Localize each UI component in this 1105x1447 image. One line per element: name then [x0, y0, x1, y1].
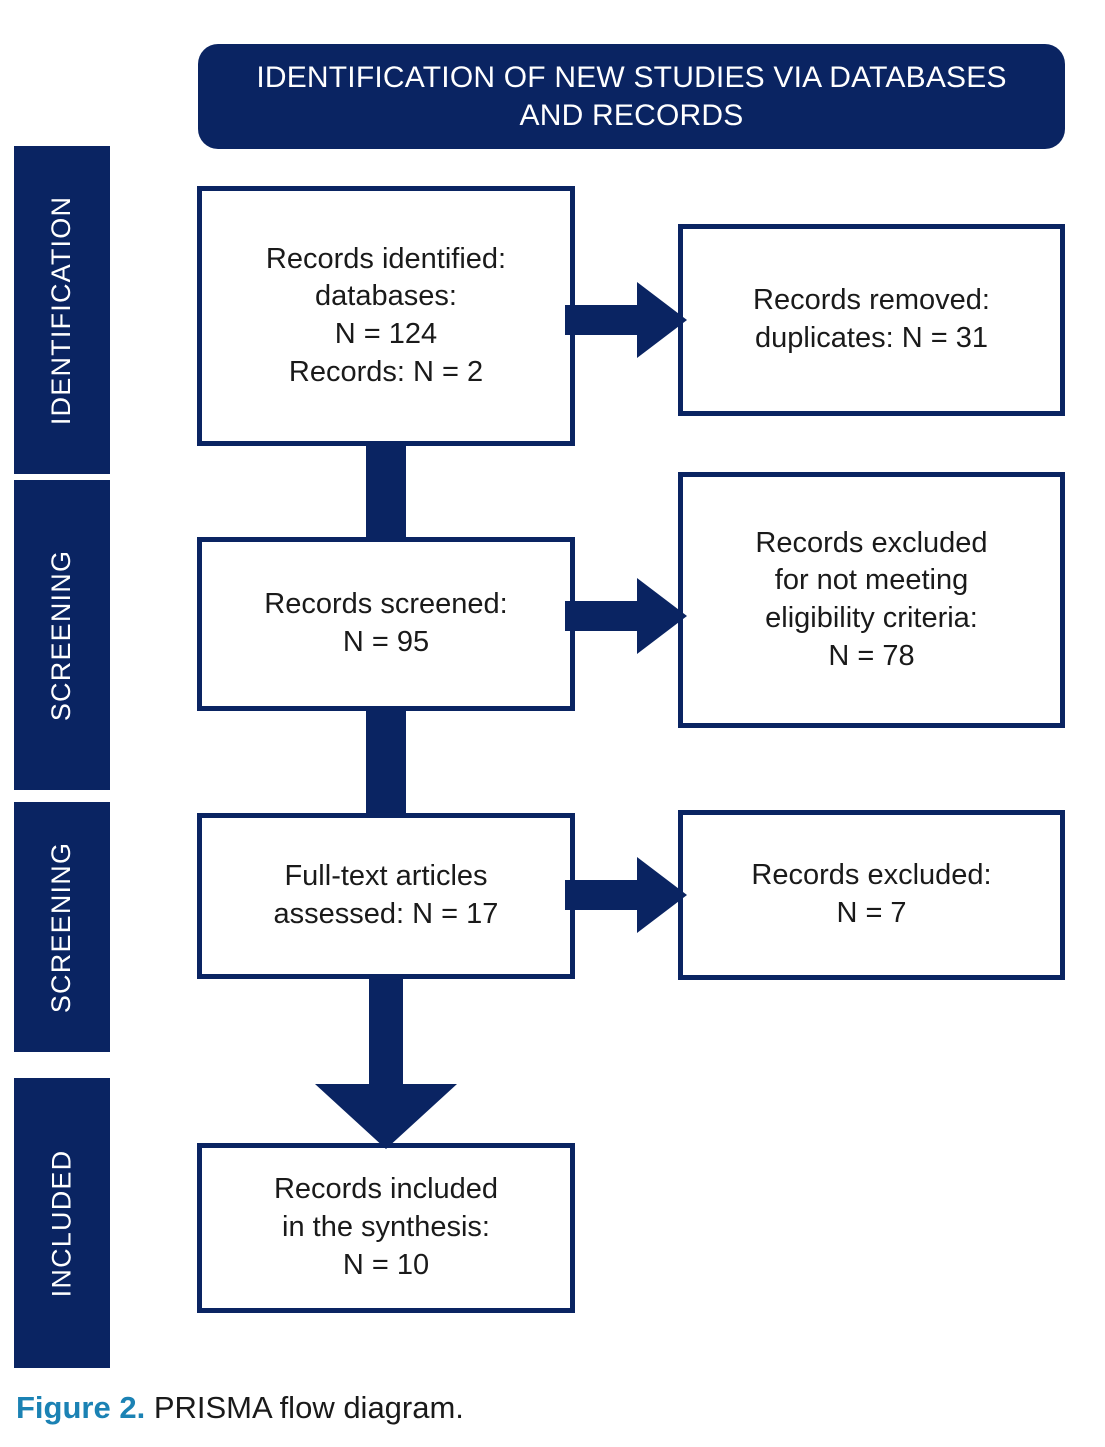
flow-box-records-excluded: Records excluded: N = 7	[678, 810, 1065, 980]
phase-label-screening-2: SCREENING	[46, 841, 77, 1013]
flow-box-records-screened-text: Records screened: N = 95	[264, 588, 508, 658]
arrow-right-fulltext-to-excluded	[565, 857, 687, 933]
connector-screened-to-fulltext	[366, 706, 406, 818]
diagram-header-title: IDENTIFICATION OF NEW STUDIES VIA DATABA…	[256, 60, 1007, 132]
flow-box-records-screened: Records screened: N = 95	[197, 537, 575, 711]
phase-bar-identification: IDENTIFICATION	[14, 146, 110, 474]
flow-box-records-included: Records included in the synthesis: N = 1…	[197, 1143, 575, 1313]
phase-bar-included: INCLUDED	[14, 1078, 110, 1368]
flow-box-records-excluded-eligibility: Records excluded for not meeting eligibi…	[678, 472, 1065, 728]
diagram-header-banner: IDENTIFICATION OF NEW STUDIES VIA DATABA…	[198, 44, 1065, 149]
flow-box-records-removed-text: Records removed: duplicates: N = 31	[753, 284, 990, 354]
phase-bar-screening-2: SCREENING	[14, 802, 110, 1052]
flow-box-records-identified: Records identified: databases: N = 124 R…	[197, 186, 575, 446]
flow-box-records-removed: Records removed: duplicates: N = 31	[678, 224, 1065, 416]
figure-caption-text: PRISMA flow diagram.	[145, 1390, 464, 1425]
flow-box-records-included-text: Records included in the synthesis: N = 1…	[273, 1173, 499, 1281]
arrow-down-fulltext-to-included	[315, 974, 457, 1149]
flow-box-records-identified-text: Records identified: databases: N = 124 R…	[265, 242, 507, 388]
flow-box-fulltext-assessed-text: Full-text articles assessed: N = 17	[273, 860, 499, 930]
flow-box-records-excluded-text: Records excluded: N = 7	[751, 859, 992, 929]
phase-label-included: INCLUDED	[46, 1149, 77, 1297]
arrow-right-screened-to-excluded-eligibility	[565, 578, 687, 654]
flow-box-records-excluded-eligibility-text: Records excluded for not meeting eligibi…	[755, 526, 988, 672]
phase-label-screening-1: SCREENING	[46, 549, 77, 721]
figure-caption: Figure 2. PRISMA flow diagram.	[16, 1390, 464, 1426]
figure-caption-label: Figure 2.	[16, 1390, 146, 1425]
phase-label-identification: IDENTIFICATION	[46, 195, 77, 425]
phase-bar-screening-1: SCREENING	[14, 480, 110, 790]
flow-box-fulltext-assessed: Full-text articles assessed: N = 17	[197, 813, 575, 979]
connector-identified-to-screened	[366, 441, 406, 542]
arrow-right-identified-to-removed	[565, 282, 687, 358]
